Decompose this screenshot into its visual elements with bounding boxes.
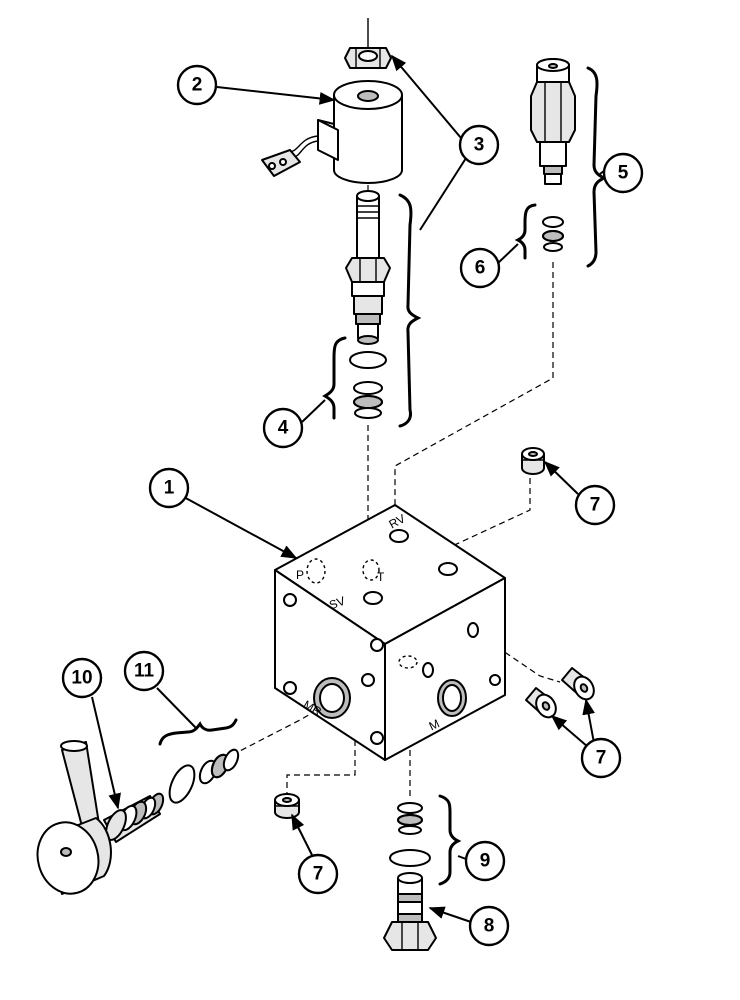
port-label-rv: RV bbox=[387, 511, 408, 531]
callout-7-right: 7 bbox=[580, 737, 622, 779]
relief-valve bbox=[530, 58, 576, 185]
callout-11: 11 bbox=[123, 650, 165, 692]
port-label-sv: SV bbox=[327, 594, 347, 613]
callout-7-left: 7 bbox=[297, 853, 339, 895]
callout-8: 8 bbox=[468, 905, 510, 947]
manifold-block: P T SV RV MR M bbox=[274, 504, 506, 761]
svg-text:2: 2 bbox=[192, 75, 203, 96]
leader-lines bbox=[91, 54, 606, 923]
manual-valve bbox=[36, 740, 165, 895]
svg-text:6: 6 bbox=[475, 258, 486, 279]
callout-7-top: 7 bbox=[574, 484, 616, 526]
svg-text:1: 1 bbox=[164, 478, 175, 499]
svg-text:7: 7 bbox=[596, 748, 607, 769]
port-sv-hole bbox=[363, 591, 383, 605]
svg-text:9: 9 bbox=[480, 851, 491, 872]
callout-3: 3 bbox=[458, 124, 500, 166]
plug-top bbox=[521, 447, 545, 475]
callout-6: 6 bbox=[459, 247, 501, 289]
port-t-hole bbox=[362, 559, 380, 581]
callout-2: 2 bbox=[176, 64, 218, 106]
plug-bottom-left bbox=[274, 793, 300, 819]
svg-text:5: 5 bbox=[618, 163, 629, 184]
solenoid-cartridge bbox=[345, 190, 391, 345]
svg-text:7: 7 bbox=[590, 495, 601, 516]
plug-right-upper bbox=[561, 667, 595, 701]
port-rv-hole bbox=[389, 529, 409, 543]
seal-kit-9 bbox=[389, 802, 431, 867]
seal-kit-6 bbox=[542, 216, 564, 252]
svg-text:11: 11 bbox=[134, 661, 155, 682]
check-valve bbox=[383, 872, 437, 951]
callout-5: 5 bbox=[602, 152, 644, 194]
solenoid-coil bbox=[261, 80, 403, 184]
callout-1: 1 bbox=[148, 467, 190, 509]
coil-nut bbox=[344, 47, 392, 69]
svg-text:7: 7 bbox=[313, 864, 324, 885]
port-label-t: T bbox=[377, 570, 385, 584]
port-p-hole bbox=[306, 558, 326, 584]
port-label-p: P bbox=[296, 568, 304, 582]
seal-kit-4 bbox=[349, 351, 387, 419]
seal-kit-11 bbox=[168, 748, 240, 804]
svg-text:8: 8 bbox=[484, 916, 495, 937]
callout-10: 10 bbox=[61, 657, 103, 699]
svg-text:3: 3 bbox=[474, 135, 485, 156]
callout-4: 4 bbox=[262, 407, 304, 449]
svg-text:10: 10 bbox=[71, 668, 92, 689]
plug-right-lower bbox=[525, 687, 557, 719]
callout-9: 9 bbox=[464, 840, 506, 882]
svg-text:4: 4 bbox=[278, 418, 289, 439]
